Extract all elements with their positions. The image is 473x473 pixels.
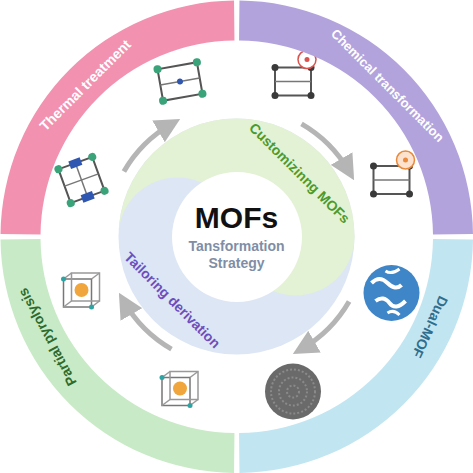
framework-cube <box>160 372 199 409</box>
process-arrow <box>124 302 172 350</box>
center-circle: MOFsTansformation Strategy <box>172 172 302 302</box>
segment-title: Thermal treatment <box>36 36 134 134</box>
process-arrow <box>302 124 350 172</box>
dual-mof-sphere <box>364 265 420 321</box>
center-title: MOFs <box>195 201 278 236</box>
segment-title: Chemical transformation <box>328 26 447 145</box>
framework-cube <box>61 273 100 310</box>
swirl-blue <box>119 119 355 355</box>
mof-structure <box>272 51 317 100</box>
mof-structure <box>153 58 207 106</box>
center-subtitle: Tansformation Strategy <box>181 238 293 272</box>
process-arrow <box>124 124 172 172</box>
swirl-green <box>119 119 355 296</box>
inner-disc <box>41 41 433 433</box>
dual-mof-disk <box>265 364 321 420</box>
mof-structure <box>370 151 415 198</box>
process-arrow <box>302 302 350 350</box>
mof-structure <box>53 152 109 208</box>
